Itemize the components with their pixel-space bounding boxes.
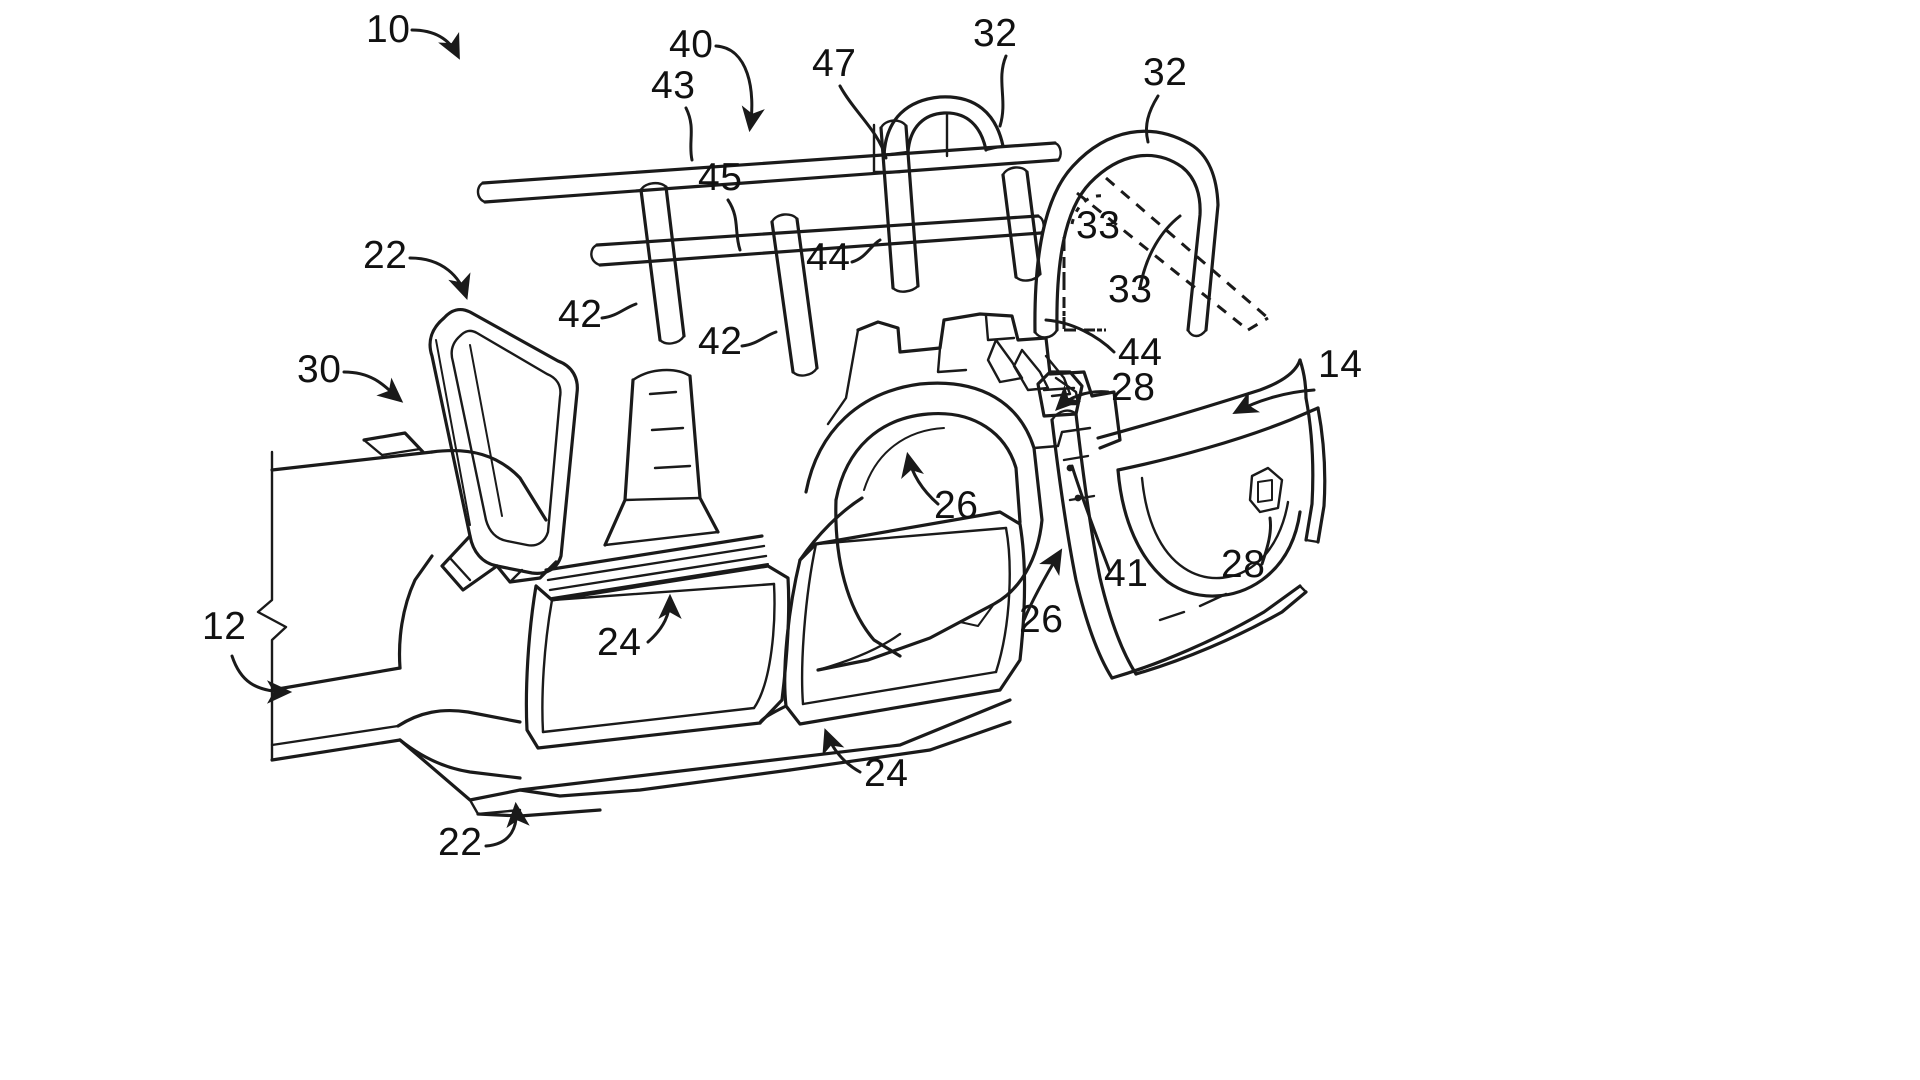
ref-40: 40	[669, 23, 765, 133]
ref-28-lower: 28	[1221, 516, 1272, 586]
ref-43: 43	[651, 64, 695, 162]
ref-label-22-bottom: 22	[438, 821, 482, 864]
ref-label-26-lower: 26	[1019, 598, 1063, 641]
door-aperture-front-24	[524, 564, 791, 750]
ref-label-26-upper: 26	[934, 484, 978, 527]
ref-41: 41	[1070, 464, 1148, 595]
ref-44-left: 44	[806, 236, 882, 279]
ref-label-43: 43	[651, 64, 695, 107]
ref-label-45: 45	[698, 156, 742, 199]
ref-label-12: 12	[202, 605, 246, 648]
upper-longitudinal-bar-43	[476, 141, 1062, 204]
ref-42-first: 42	[558, 293, 638, 336]
ref-label-44-right: 44	[1118, 331, 1162, 374]
vertical-post-42-second	[770, 213, 819, 377]
sport-bar-32	[882, 95, 1269, 339]
rear-body-panel-14	[1096, 358, 1327, 680]
ref-label-42-first: 42	[558, 293, 602, 336]
ref-32-first: 32	[973, 12, 1017, 128]
belt-line	[544, 534, 769, 599]
ref-28-upper: 28	[1055, 366, 1155, 411]
ref-label-24-right: 24	[864, 752, 908, 795]
body-side-structure-12	[256, 368, 1027, 802]
ref-label-40: 40	[669, 23, 713, 66]
joint-bracket-47	[872, 111, 949, 174]
ref-26-lower: 26	[1019, 548, 1063, 641]
ref-22-top: 22	[363, 234, 471, 300]
sport-bar-front-hoop	[882, 95, 1005, 157]
break-line	[256, 450, 288, 762]
hidden-bar-33	[1062, 176, 1269, 332]
ref-label-28-lower: 28	[1221, 543, 1265, 586]
rear-pillar-41	[1036, 370, 1138, 680]
ref-label-32-second: 32	[1143, 51, 1187, 94]
door-aperture-rear-24	[783, 510, 1027, 726]
ref-label-42-second: 42	[698, 320, 742, 363]
ref-label-33-second: 33	[1108, 268, 1152, 311]
ref-24-left: 24	[597, 593, 682, 664]
ref-label-44-left: 44	[806, 236, 850, 279]
ref-22-bottom: 22	[438, 801, 530, 864]
ref-label-28-upper: 28	[1111, 366, 1155, 409]
ref-44-right: 44	[1044, 318, 1162, 374]
ref-47: 47	[812, 42, 888, 160]
wheel-house-26	[804, 381, 1092, 672]
ref-33-second: 33	[1108, 214, 1182, 311]
ref-30: 30	[297, 348, 404, 403]
ref-label-33-first: 33	[1076, 204, 1120, 247]
ref-12: 12	[202, 605, 293, 704]
b-pillar	[603, 368, 720, 547]
ref-label-14: 14	[1318, 343, 1362, 386]
ref-10: 10	[366, 8, 460, 60]
ref-label-41: 41	[1104, 552, 1148, 595]
ref-label-30: 30	[297, 348, 341, 391]
ref-26-upper: 26	[901, 451, 978, 527]
vertical-post-42-left	[639, 182, 686, 345]
ref-33-first: 33	[1062, 194, 1120, 332]
ref-label-10: 10	[366, 8, 410, 51]
ref-45: 45	[698, 156, 742, 252]
windshield-frame-30	[362, 307, 579, 592]
ref-label-32-first: 32	[973, 12, 1017, 55]
ref-label-47: 47	[812, 42, 856, 85]
roof-bow-frame-40	[476, 111, 1062, 377]
ref-32-second: 32	[1143, 51, 1187, 144]
ref-label-24-left: 24	[597, 621, 641, 664]
ref-label-22-top: 22	[363, 234, 407, 277]
cross-strut-44-left	[879, 119, 920, 293]
ref-14: 14	[1232, 343, 1362, 415]
cross-strut-44-right	[1001, 166, 1042, 282]
ref-42-second: 42	[698, 320, 778, 363]
ref-24-right: 24	[822, 728, 908, 795]
